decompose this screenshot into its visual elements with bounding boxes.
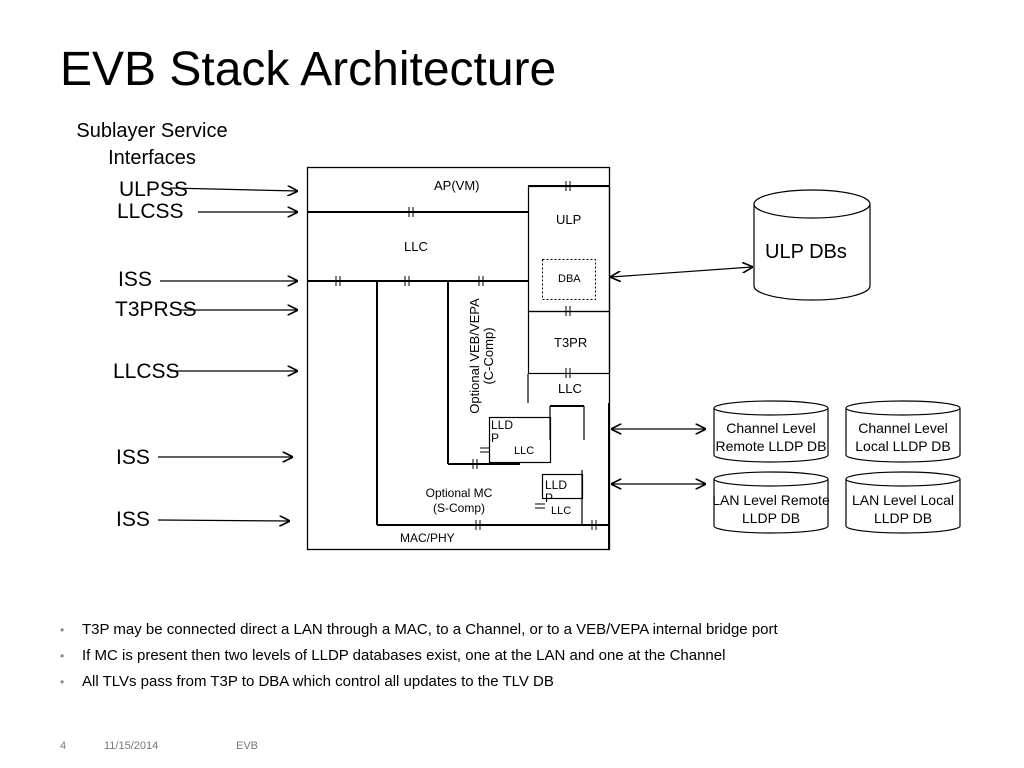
llcss-top-label: LLCSS (117, 200, 184, 223)
ulpss-arrow (169, 188, 297, 191)
interface-arrows (157, 188, 297, 521)
lan-local-db-label: LAN Level Local LLDP DB (852, 492, 954, 526)
t3pr-label: T3PR (554, 335, 588, 350)
lan-remote-db-label: LAN Level Remote LLDP DB (712, 492, 830, 526)
veb-vepa-line1: Optional VEB/VEPA (467, 298, 482, 414)
channel-remote-db-label: Channel Level Remote LLDP DB (715, 420, 827, 454)
ap-vm-label: AP(VM) (434, 178, 480, 193)
ulp-dbs-label: ULP DBs (765, 241, 847, 263)
bullet-item: If MC is present then two levels of LLDP… (60, 646, 778, 672)
iss-3-label: ISS (116, 508, 150, 531)
slide-title: EVB Stack Architecture (60, 43, 557, 96)
ulpss-label: ULPSS (119, 178, 188, 201)
iss-2-label: ISS (116, 446, 150, 469)
mc-line2: (S-Comp) (432, 501, 485, 515)
veb-vepa-label: Optional VEB/VEPA (C-Comp) (467, 298, 496, 414)
footer-page-number: 4 (60, 740, 67, 752)
dba-block (542, 259, 596, 300)
footer-label: EVB (236, 740, 259, 752)
db-arrows (611, 267, 752, 484)
footer-date: 11/15/2014 (104, 740, 159, 752)
bullet-item: All TLVs pass from T3P to DBA which cont… (60, 672, 778, 698)
t3pr-block (527, 310, 611, 375)
t3prss-label: T3PRSS (115, 298, 197, 321)
lldp-lower-label: LLD P (545, 478, 568, 505)
llc-main-label: LLC (404, 239, 428, 254)
llc-upper-label: LLC (514, 445, 535, 457)
iss-1-label: ISS (118, 268, 152, 291)
llcss-mid-label: LLCSS (113, 360, 180, 383)
mac-phy-label: MAC/PHY (400, 531, 455, 545)
llc-t3pr-label: LLC (558, 381, 582, 396)
iss-3-arrow (157, 520, 289, 521)
mc-line1: Optional MC (425, 486, 493, 500)
optional-mc-label: Optional MC (S-Comp) (416, 486, 502, 516)
lldp-db-cylinders (713, 400, 961, 534)
slide-subtitle: Sublayer Service Interfaces (76, 120, 228, 169)
ulp-block (527, 185, 611, 313)
dba-ulpdb-arrow (611, 267, 752, 277)
veb-vepa-line2: (C-Comp) (481, 327, 496, 385)
bullet-list: T3P may be connected direct a LAN throug… (60, 620, 778, 698)
dba-label: DBA (558, 273, 581, 285)
ulp-dbs-cylinder (753, 189, 871, 301)
lldp-upper-label: LLD P (491, 418, 514, 445)
channel-local-db-label: Channel Level Local LLDP DB (855, 420, 951, 454)
ulp-label: ULP (556, 212, 582, 227)
bullet-item: T3P may be connected direct a LAN throug… (60, 620, 778, 646)
stack-box (306, 166, 611, 551)
llc-lower-label: LLC (551, 505, 572, 517)
lldp-upper-block (488, 416, 552, 464)
sap-markers (335, 181, 597, 530)
